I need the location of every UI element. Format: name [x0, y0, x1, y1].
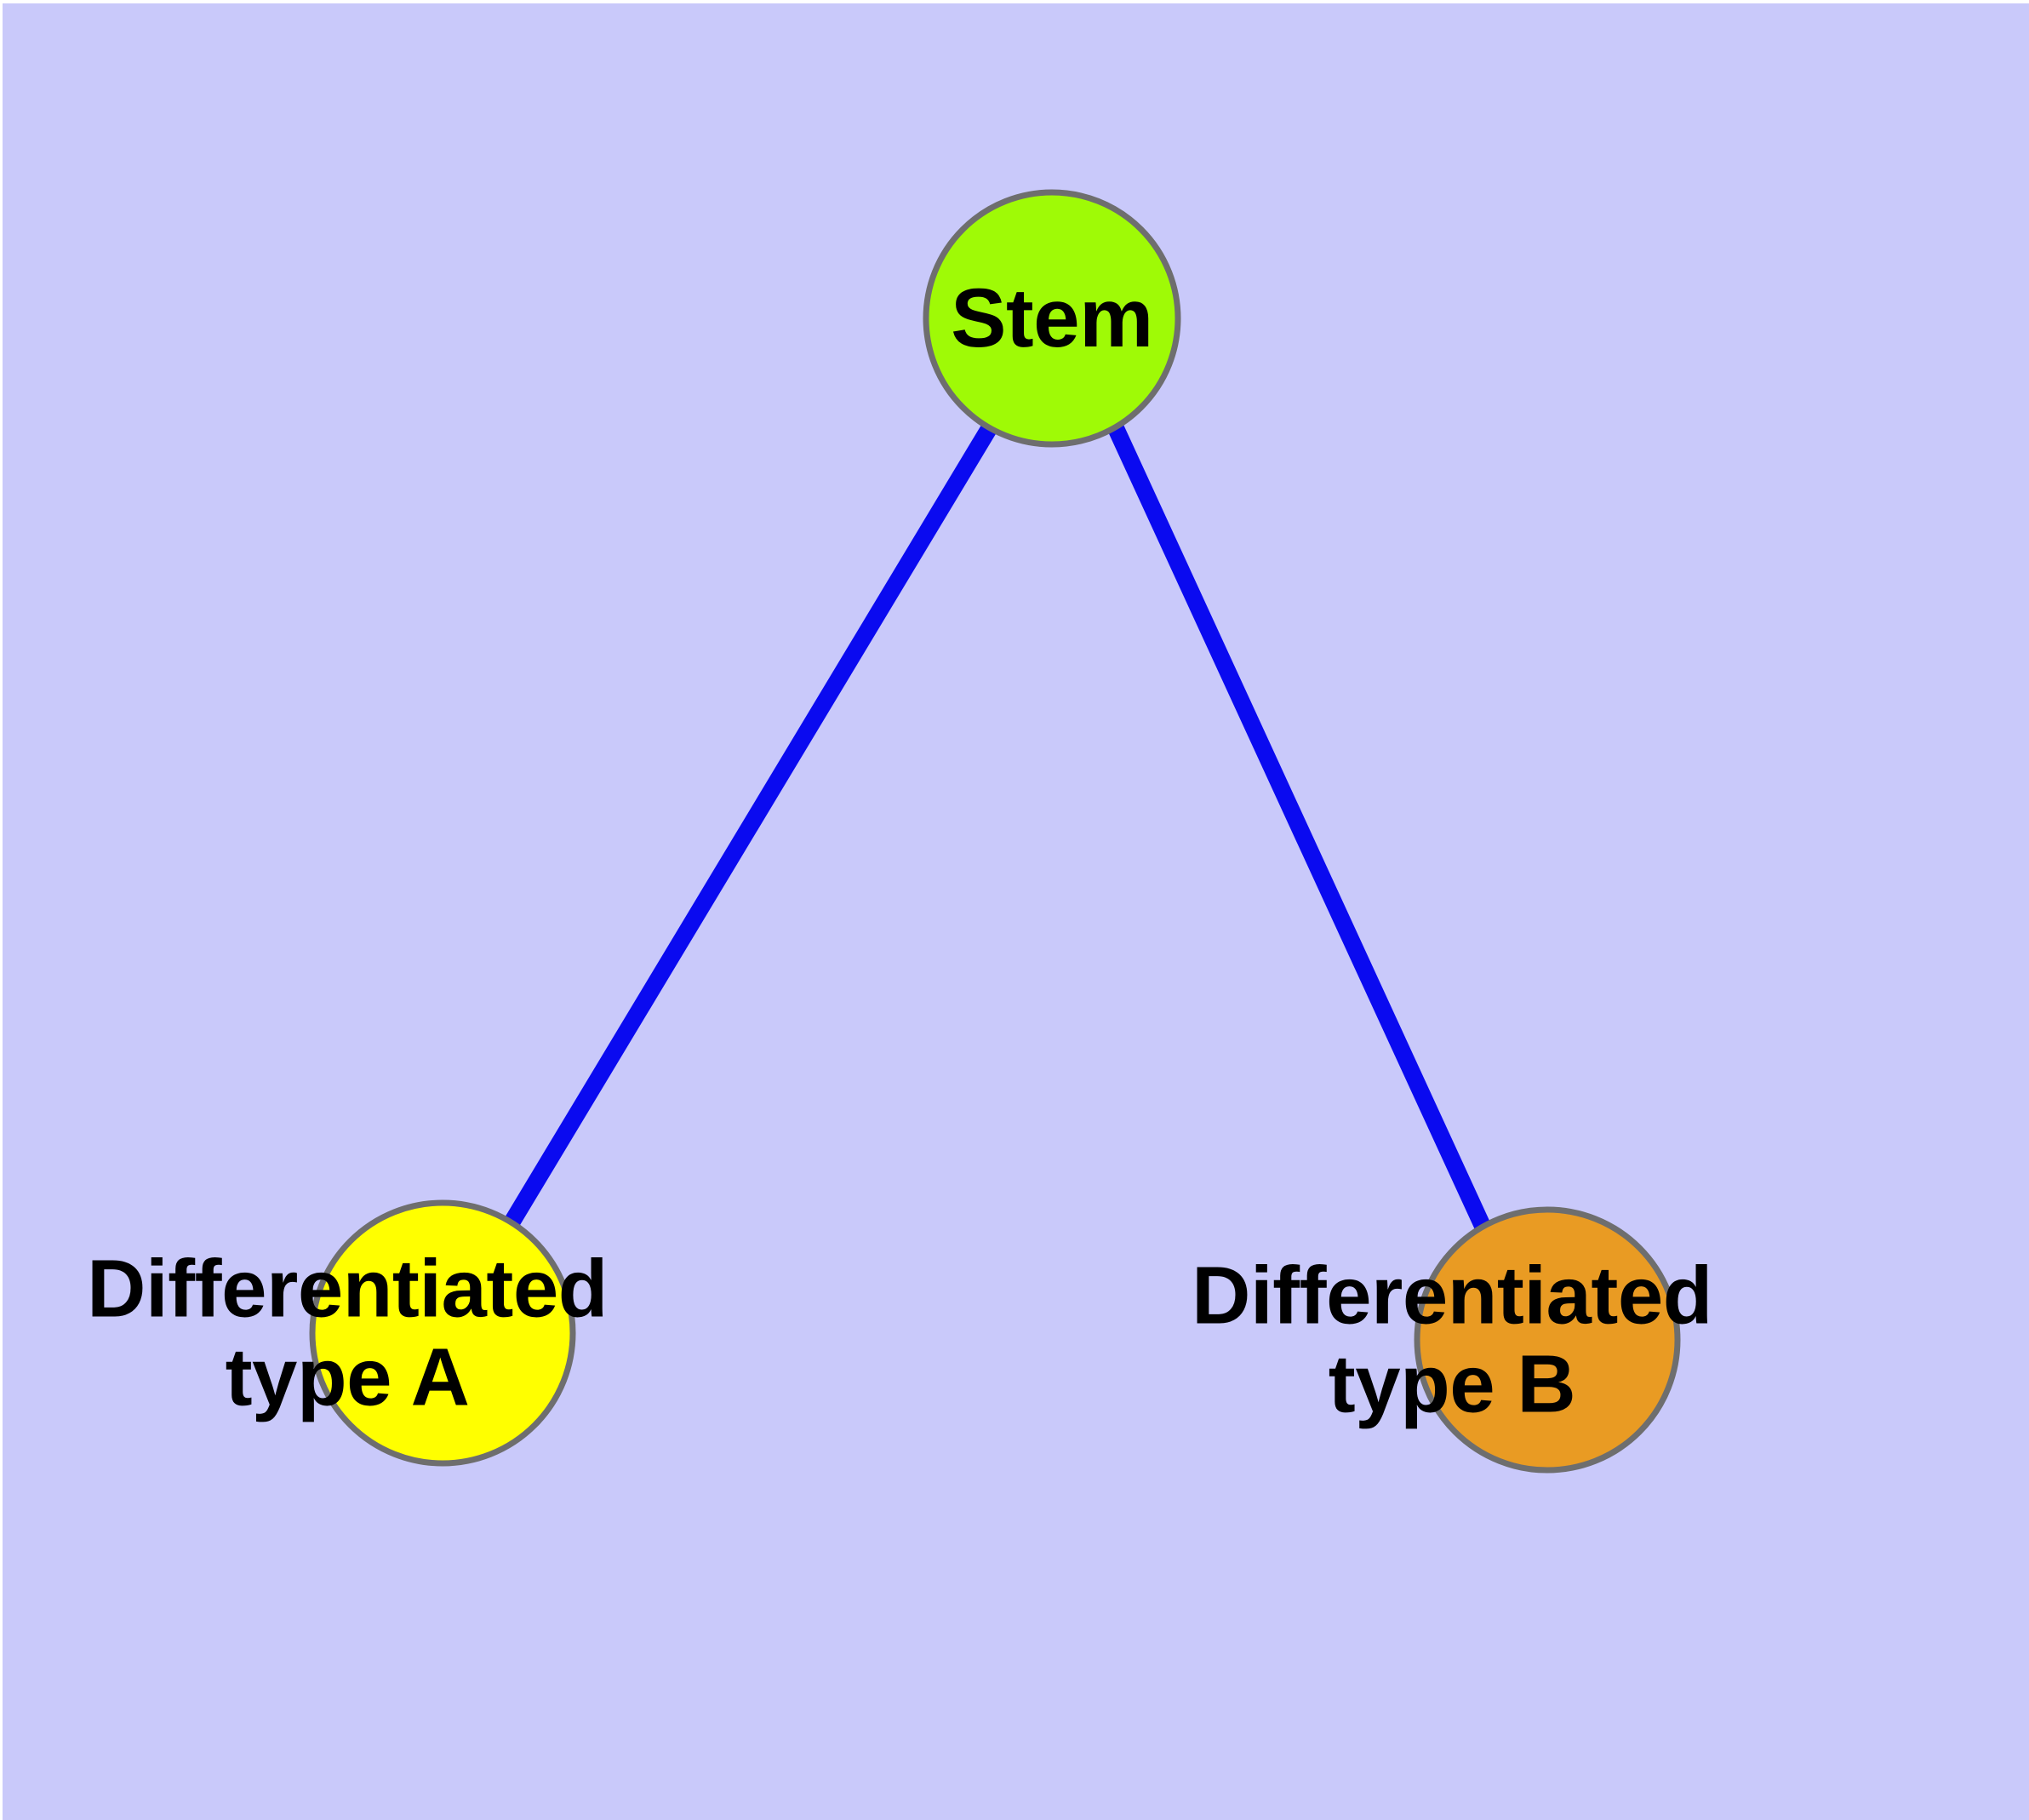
graph-edge-stem-diff_a: [500, 422, 997, 1233]
graph-node-diff_a[interactable]: [309, 1199, 576, 1467]
graph-node-stem[interactable]: [923, 189, 1181, 448]
nodes-group: [309, 189, 1681, 1474]
graph-node-diff_b[interactable]: [1414, 1206, 1681, 1474]
graph-edge-stem-diff_b: [1107, 424, 1495, 1238]
edges-group: [500, 422, 1495, 1238]
